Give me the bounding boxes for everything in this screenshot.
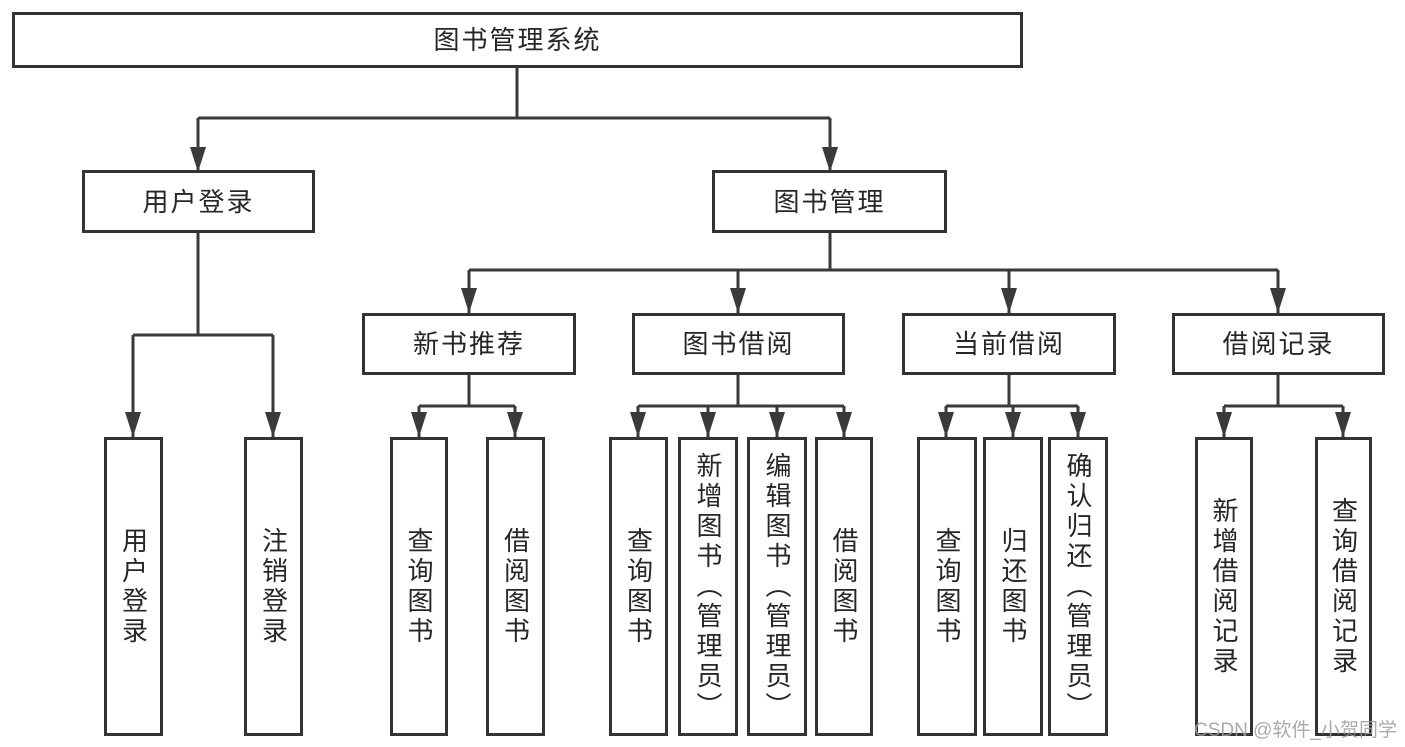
leaf-logout: 注销登录 [244, 437, 303, 736]
leaf-add-books-admin-label: 新增图书（管理员） [693, 451, 723, 722]
node-root-library-system: 图书管理系统 [12, 12, 1023, 68]
leaf-confirm-return-admin: 确认归还（管理员） [1048, 437, 1108, 736]
node-new-book-recommendation-label: 新书推荐 [412, 329, 525, 359]
node-current-borrowing-label: 当前借阅 [952, 329, 1065, 359]
leaf-add-books-admin: 新增图书（管理员） [678, 437, 738, 736]
leaf-add-borrow-record: 新增借阅记录 [1195, 437, 1253, 736]
node-current-borrowing: 当前借阅 [902, 313, 1116, 375]
node-book-management-branch-label: 图书管理 [773, 186, 886, 217]
node-new-book-recommendation: 新书推荐 [362, 313, 576, 375]
node-borrowing-records: 借阅记录 [1172, 313, 1385, 375]
leaf-query-borrow-record: 查询借阅记录 [1315, 437, 1372, 736]
leaf-borrow-books-recommend: 借阅图书 [486, 437, 545, 736]
leaf-borrow-books-recommend-label: 借阅图书 [500, 526, 531, 647]
node-book-borrowing-label: 图书借阅 [682, 329, 795, 359]
leaf-borrow-books: 借阅图书 [815, 437, 873, 736]
leaf-confirm-return-admin-label: 确认归还（管理员） [1063, 451, 1093, 722]
node-user-login-branch: 用户登录 [82, 170, 315, 233]
leaf-logout-label: 注销登录 [258, 526, 289, 647]
leaf-edit-books-admin-label: 编辑图书（管理员） [762, 451, 792, 722]
leaf-query-books-current-label: 查询图书 [932, 526, 962, 647]
node-root-label: 图书管理系统 [433, 25, 602, 55]
node-book-management-branch: 图书管理 [712, 170, 947, 233]
csdn-watermark: CSDN @软件_小贺同学 [1194, 720, 1397, 741]
leaf-query-books-borrowing-label: 查询图书 [623, 526, 654, 647]
leaf-return-books: 归还图书 [983, 437, 1043, 736]
leaf-add-borrow-record-label: 新增借阅记录 [1209, 496, 1239, 677]
node-user-login-branch-label: 用户登录 [142, 186, 255, 217]
leaf-user-login-label: 用户登录 [118, 526, 149, 647]
node-borrowing-records-label: 借阅记录 [1222, 329, 1335, 359]
leaf-user-login: 用户登录 [104, 437, 163, 736]
leaf-query-books-recommend-label: 查询图书 [404, 526, 434, 647]
node-book-borrowing: 图书借阅 [632, 313, 845, 375]
leaf-query-books-current: 查询图书 [917, 437, 977, 736]
leaf-query-books-borrowing: 查询图书 [609, 437, 668, 736]
leaf-borrow-books-label: 借阅图书 [829, 526, 859, 647]
leaf-return-books-label: 归还图书 [998, 526, 1028, 647]
leaf-edit-books-admin: 编辑图书（管理员） [747, 437, 807, 736]
leaf-query-borrow-record-label: 查询借阅记录 [1328, 496, 1359, 677]
leaf-query-books-recommend: 查询图书 [390, 437, 448, 736]
